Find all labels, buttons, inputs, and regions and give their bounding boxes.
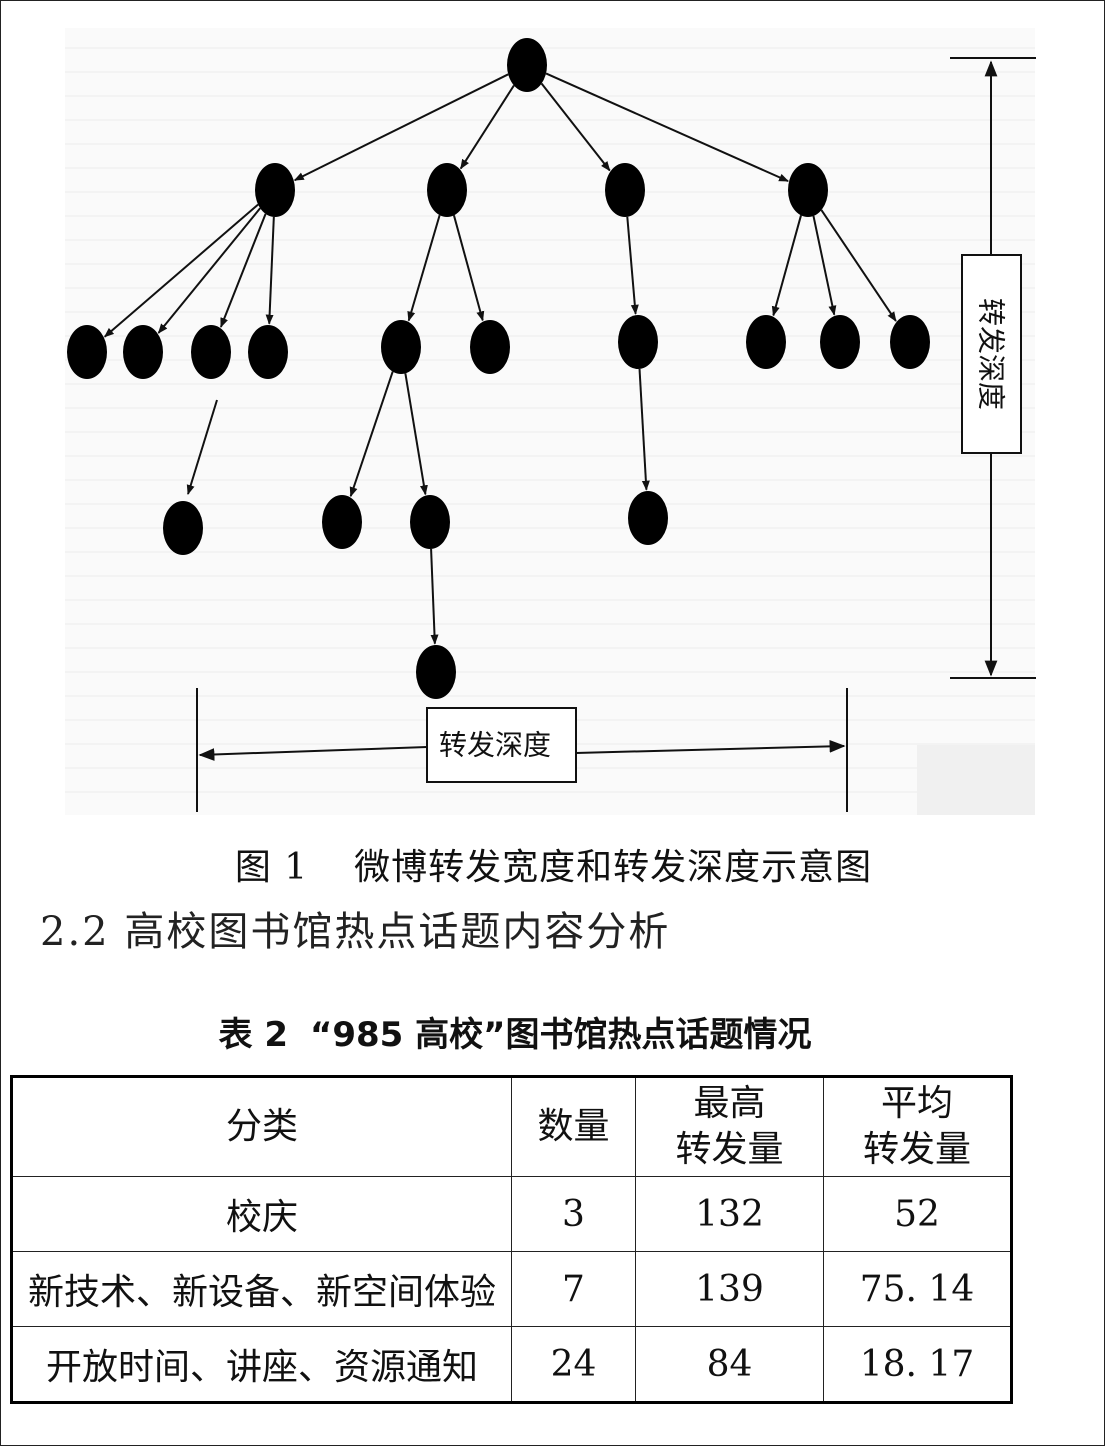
cell-count: 3 <box>511 1176 636 1252</box>
repost-edge <box>638 368 650 491</box>
repost-edge <box>265 216 275 325</box>
repost-node <box>416 645 456 699</box>
repost-edge <box>545 72 789 183</box>
cell-count: 24 <box>511 1326 636 1403</box>
repost-edge <box>820 209 897 322</box>
header-count: 数量 <box>511 1076 636 1177</box>
repost-node <box>746 315 786 369</box>
repost-edge <box>219 213 267 328</box>
repost-edge <box>293 73 509 182</box>
cell-category: 校庆 <box>11 1176 512 1252</box>
cell-category: 开放时间、讲座、资源通知 <box>11 1326 512 1403</box>
cell-count: 7 <box>511 1251 636 1327</box>
horizontal-measure-arrow-right <box>575 739 846 754</box>
diagram-background <box>65 28 1035 815</box>
tree-nodes <box>67 38 930 699</box>
table-header-row: 分类 数量 最高转发量 平均转发量 <box>11 1076 1012 1177</box>
diagram-corner-shade <box>917 745 1035 815</box>
cell-max-reposts: 84 <box>635 1326 824 1403</box>
repost-node <box>163 501 203 555</box>
cell-avg-reposts: 52 <box>823 1176 1012 1252</box>
repost-node <box>191 325 231 379</box>
repost-node <box>410 495 450 549</box>
table-title: 表 2 “985 高校”图书馆热点话题情况 <box>0 1007 1030 1056</box>
repost-edge <box>407 214 441 322</box>
repost-edge <box>452 215 485 322</box>
table-row: 校庆 3 132 52 <box>11 1176 1012 1252</box>
vertical-label: 转发深度 <box>975 298 1008 410</box>
cell-max-reposts: 139 <box>635 1251 824 1327</box>
repost-edge <box>430 548 439 645</box>
repost-edge <box>771 215 802 317</box>
figure-caption-text: 微博转发宽度和转发深度示意图 <box>354 847 873 888</box>
root-node <box>507 38 547 92</box>
vertical-label-box <box>961 254 1022 454</box>
repost-node <box>618 315 658 369</box>
cut-off-section-heading: 2.2 高校图书馆热点话题内容分析 <box>40 909 671 955</box>
repost-node <box>470 320 510 374</box>
cell-avg-reposts: 18. 17 <box>823 1326 1012 1403</box>
horizontal-measure-arrow-left <box>198 746 428 761</box>
header-avg-reposts: 平均转发量 <box>823 1076 1012 1177</box>
table-row: 开放时间、讲座、资源通知 24 84 18. 17 <box>11 1326 1012 1403</box>
cell-max-reposts: 132 <box>635 1176 824 1252</box>
repost-node <box>820 315 860 369</box>
repost-edge <box>812 215 837 316</box>
repost-node <box>890 315 930 369</box>
repost-edge <box>186 399 218 495</box>
figure-number: 图 1 <box>234 847 309 888</box>
repost-node <box>255 163 295 217</box>
repost-edge <box>459 84 515 170</box>
horizontal-label-box <box>426 707 577 783</box>
repost-node <box>67 325 107 379</box>
header-category: 分类 <box>11 1076 512 1177</box>
repost-edge <box>157 207 261 334</box>
table-number: 表 2 <box>218 1015 289 1055</box>
repost-node <box>381 320 421 374</box>
repost-tree-diagram: 转发深度 转发深度 <box>65 28 1036 815</box>
repost-edge <box>540 82 611 172</box>
cell-avg-reposts: 75. 14 <box>823 1251 1012 1327</box>
table-title-text: “985 高校”图书馆热点话题情况 <box>310 1015 812 1055</box>
repost-node <box>123 325 163 379</box>
vertical-measure: 转发深度 <box>950 57 1036 679</box>
horizontal-measure: 转发深度 <box>196 688 848 812</box>
table-row: 新技术、新设备、新空间体验 7 139 75. 14 <box>11 1251 1012 1327</box>
repost-node <box>628 491 668 545</box>
figure-caption: 图 1 微博转发宽度和转发深度示意图 <box>0 838 1107 890</box>
repost-edge <box>103 203 259 338</box>
repost-node <box>427 163 467 217</box>
horizontal-label: 转发深度 <box>439 729 551 762</box>
header-max-reposts: 最高转发量 <box>635 1076 824 1177</box>
repost-node <box>248 325 288 379</box>
repost-edge <box>349 371 394 498</box>
repost-node <box>788 163 828 217</box>
repost-edge <box>626 216 639 315</box>
repost-node <box>322 495 362 549</box>
repost-edge <box>404 373 428 496</box>
cell-category: 新技术、新设备、新空间体验 <box>11 1251 512 1327</box>
repost-node <box>605 163 645 217</box>
tree-edges <box>103 72 897 645</box>
hot-topics-table: 分类 数量 最高转发量 平均转发量 校庆 3 132 52 新技术、新设备、新空… <box>10 1075 1013 1404</box>
